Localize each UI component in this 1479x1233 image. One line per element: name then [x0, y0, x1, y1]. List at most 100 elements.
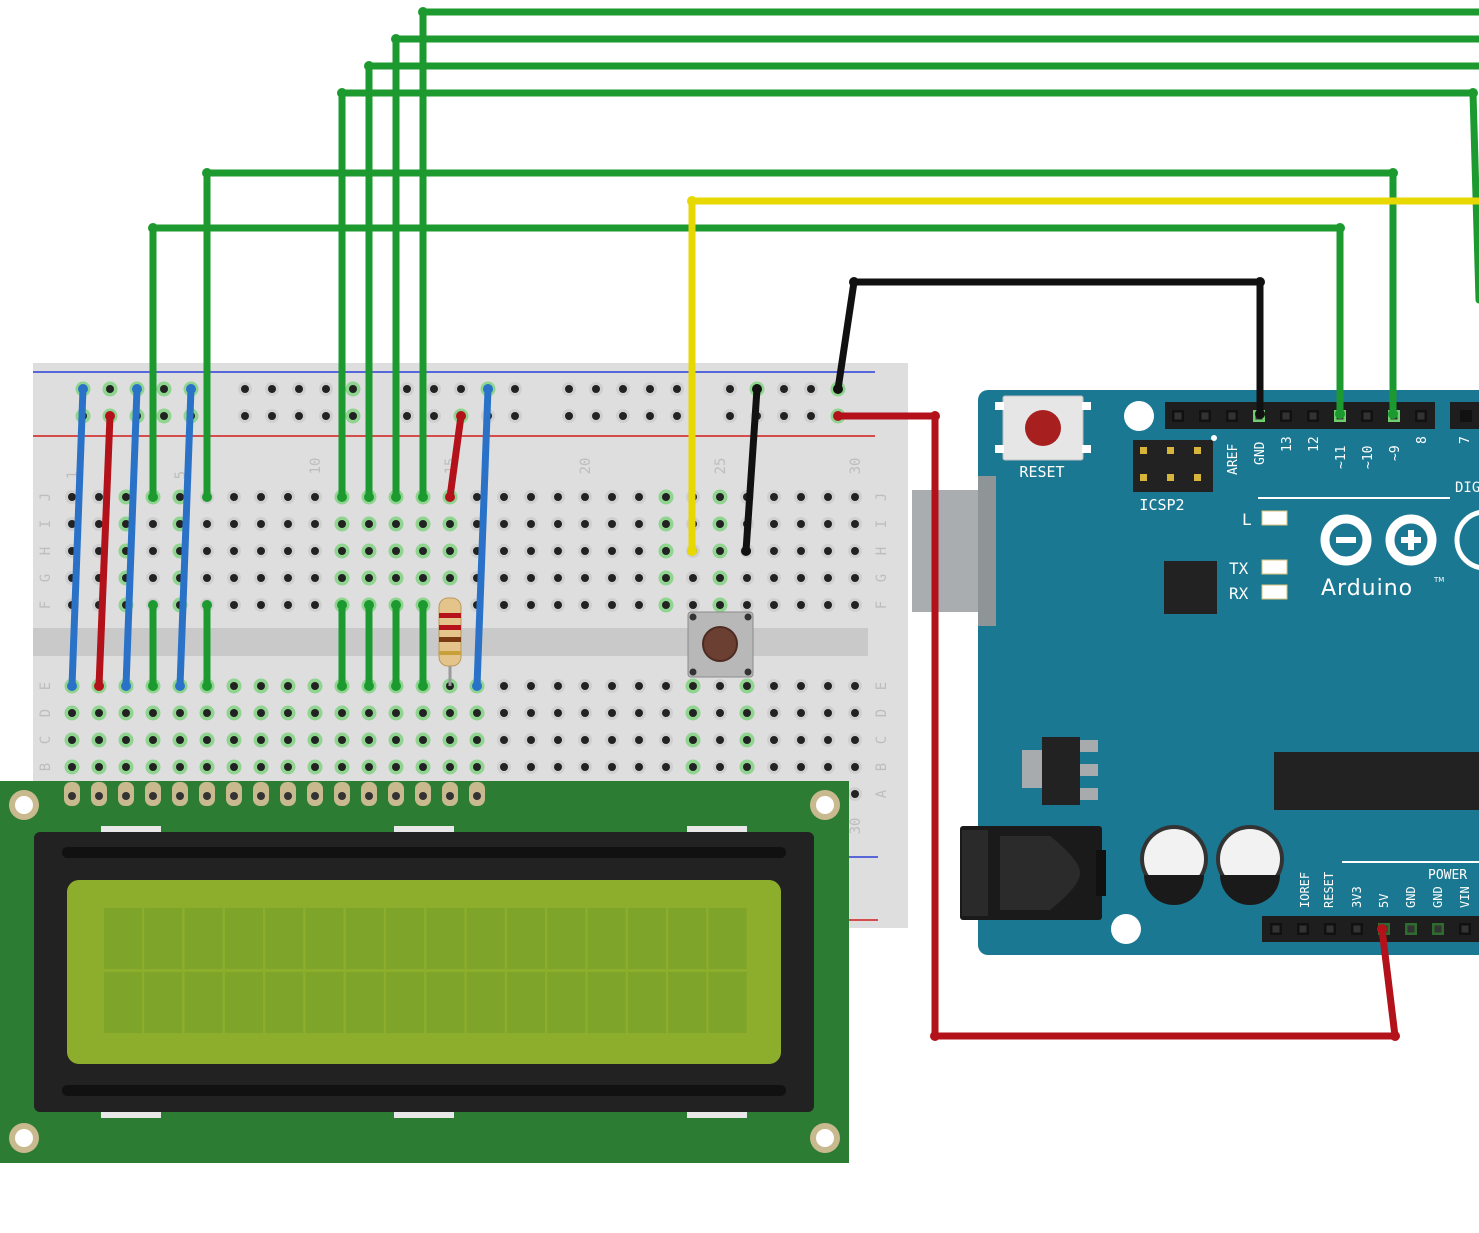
wire-green[interactable] — [338, 89, 1479, 501]
led-l — [1261, 510, 1288, 526]
wire-green[interactable] — [203, 169, 1397, 501]
breadboard-hole — [551, 490, 565, 504]
breadboard-hole — [848, 760, 862, 774]
lcd-char-cell — [708, 908, 747, 969]
breadboard-hole — [146, 571, 160, 585]
wire-endpoint — [78, 384, 88, 394]
wire-black[interactable] — [742, 385, 761, 555]
row-letter: I — [38, 520, 54, 528]
breadboard-hole — [415, 732, 431, 748]
breadboard-hole — [146, 544, 160, 558]
wire-black[interactable] — [834, 278, 1264, 418]
breadboard-hole — [156, 381, 172, 397]
breadboard-hole — [821, 679, 835, 693]
wire-endpoint — [1388, 168, 1398, 178]
breadboard-hole — [497, 679, 511, 693]
breadboard-hole — [524, 517, 538, 531]
breadboard-hole — [415, 543, 431, 559]
wire-blue[interactable] — [473, 385, 492, 690]
breadboard-hole — [616, 409, 630, 423]
row-letter: H — [874, 547, 890, 555]
breadboard-hole — [308, 598, 322, 612]
breadboard-hole — [767, 706, 781, 720]
breadboard-hole — [469, 732, 485, 748]
breadboard-hole — [199, 759, 215, 775]
breadboard-hole — [848, 733, 862, 747]
reset-button[interactable] — [995, 395, 1091, 461]
lcd-pin — [415, 782, 431, 806]
breadboard-hole — [848, 787, 862, 801]
breadboard-hole — [767, 760, 781, 774]
breadboard-hole — [145, 759, 161, 775]
breadboard-hole — [685, 732, 701, 748]
breadboard-hole — [388, 570, 404, 586]
breadboard-hole — [659, 760, 673, 774]
breadboard-hole — [723, 409, 737, 423]
wire-red[interactable] — [446, 412, 465, 501]
header-pin — [1226, 410, 1238, 422]
breadboard-hole — [551, 571, 565, 585]
breadboard-hole — [712, 570, 728, 586]
breadboard-hole — [821, 544, 835, 558]
power-header — [1262, 916, 1479, 942]
breadboard-hole — [767, 517, 781, 531]
led-tx — [1261, 559, 1288, 575]
lcd-char-cell — [627, 972, 666, 1033]
reset-label: RESET — [1019, 463, 1064, 481]
breadboard-hole — [804, 382, 818, 396]
wire-green[interactable] — [149, 224, 1344, 501]
resistor[interactable] — [438, 597, 462, 686]
pin-label: ~11 — [1334, 446, 1349, 469]
arduino-logo-icon — [1320, 510, 1479, 570]
trademark: TM — [1433, 576, 1444, 584]
breadboard-hole — [578, 733, 592, 747]
digital-pin-labels: AREF GND 13 12 ~11 ~10 ~9 8 7 — [1226, 436, 1473, 475]
wire-endpoint — [364, 600, 374, 610]
breadboard-hole — [497, 544, 511, 558]
wire-endpoint — [833, 411, 843, 421]
lcd-pin — [172, 782, 188, 806]
lcd-char-cell — [627, 908, 666, 969]
breadboard-hole — [91, 732, 107, 748]
row-letter: D — [38, 709, 54, 717]
wire-blue[interactable] — [68, 385, 87, 690]
row-letter: F — [38, 601, 54, 609]
breadboard-hole — [361, 732, 377, 748]
breadboard-hole — [497, 733, 511, 747]
breadboard-hole — [64, 759, 80, 775]
arduino-brand: Arduino — [1321, 576, 1413, 601]
breadboard-hole — [345, 408, 361, 424]
breadboard-hole — [632, 598, 646, 612]
wire-blue[interactable] — [122, 385, 141, 690]
wire-endpoint — [132, 384, 142, 394]
usb-chip — [1164, 561, 1217, 614]
breadboard-hole — [524, 760, 538, 774]
digital-header — [1165, 402, 1479, 429]
breadboard-hole — [713, 679, 727, 693]
wire-red[interactable] — [95, 412, 114, 690]
breadboard-hole — [670, 409, 684, 423]
breadboard-hole — [643, 409, 657, 423]
breadboard-hole — [658, 489, 674, 505]
lcd-character-cells — [104, 908, 747, 1033]
breadboard-hole — [659, 733, 673, 747]
wire-endpoint — [418, 681, 428, 691]
wire-endpoint — [94, 681, 104, 691]
lcd-header-pins — [64, 782, 485, 806]
push-button[interactable] — [687, 611, 754, 678]
breadboard-hole — [508, 382, 522, 396]
breadboard-hole — [388, 543, 404, 559]
wire-endpoint — [483, 384, 493, 394]
power-pin-labels: IOREF RESET 3V3 5V GND GND VIN — [1298, 872, 1472, 908]
breadboard-hole — [821, 733, 835, 747]
breadboard-hole — [578, 706, 592, 720]
breadboard-hole — [442, 759, 458, 775]
wire-blue[interactable] — [176, 385, 195, 690]
column-number: 20 — [578, 458, 594, 475]
breadboard-hole — [821, 598, 835, 612]
breadboard-hole — [524, 706, 538, 720]
breadboard-hole — [102, 381, 118, 397]
breadboard-hole — [632, 571, 646, 585]
wire-endpoint — [1377, 924, 1387, 934]
pin-label: 7 — [1458, 436, 1473, 444]
